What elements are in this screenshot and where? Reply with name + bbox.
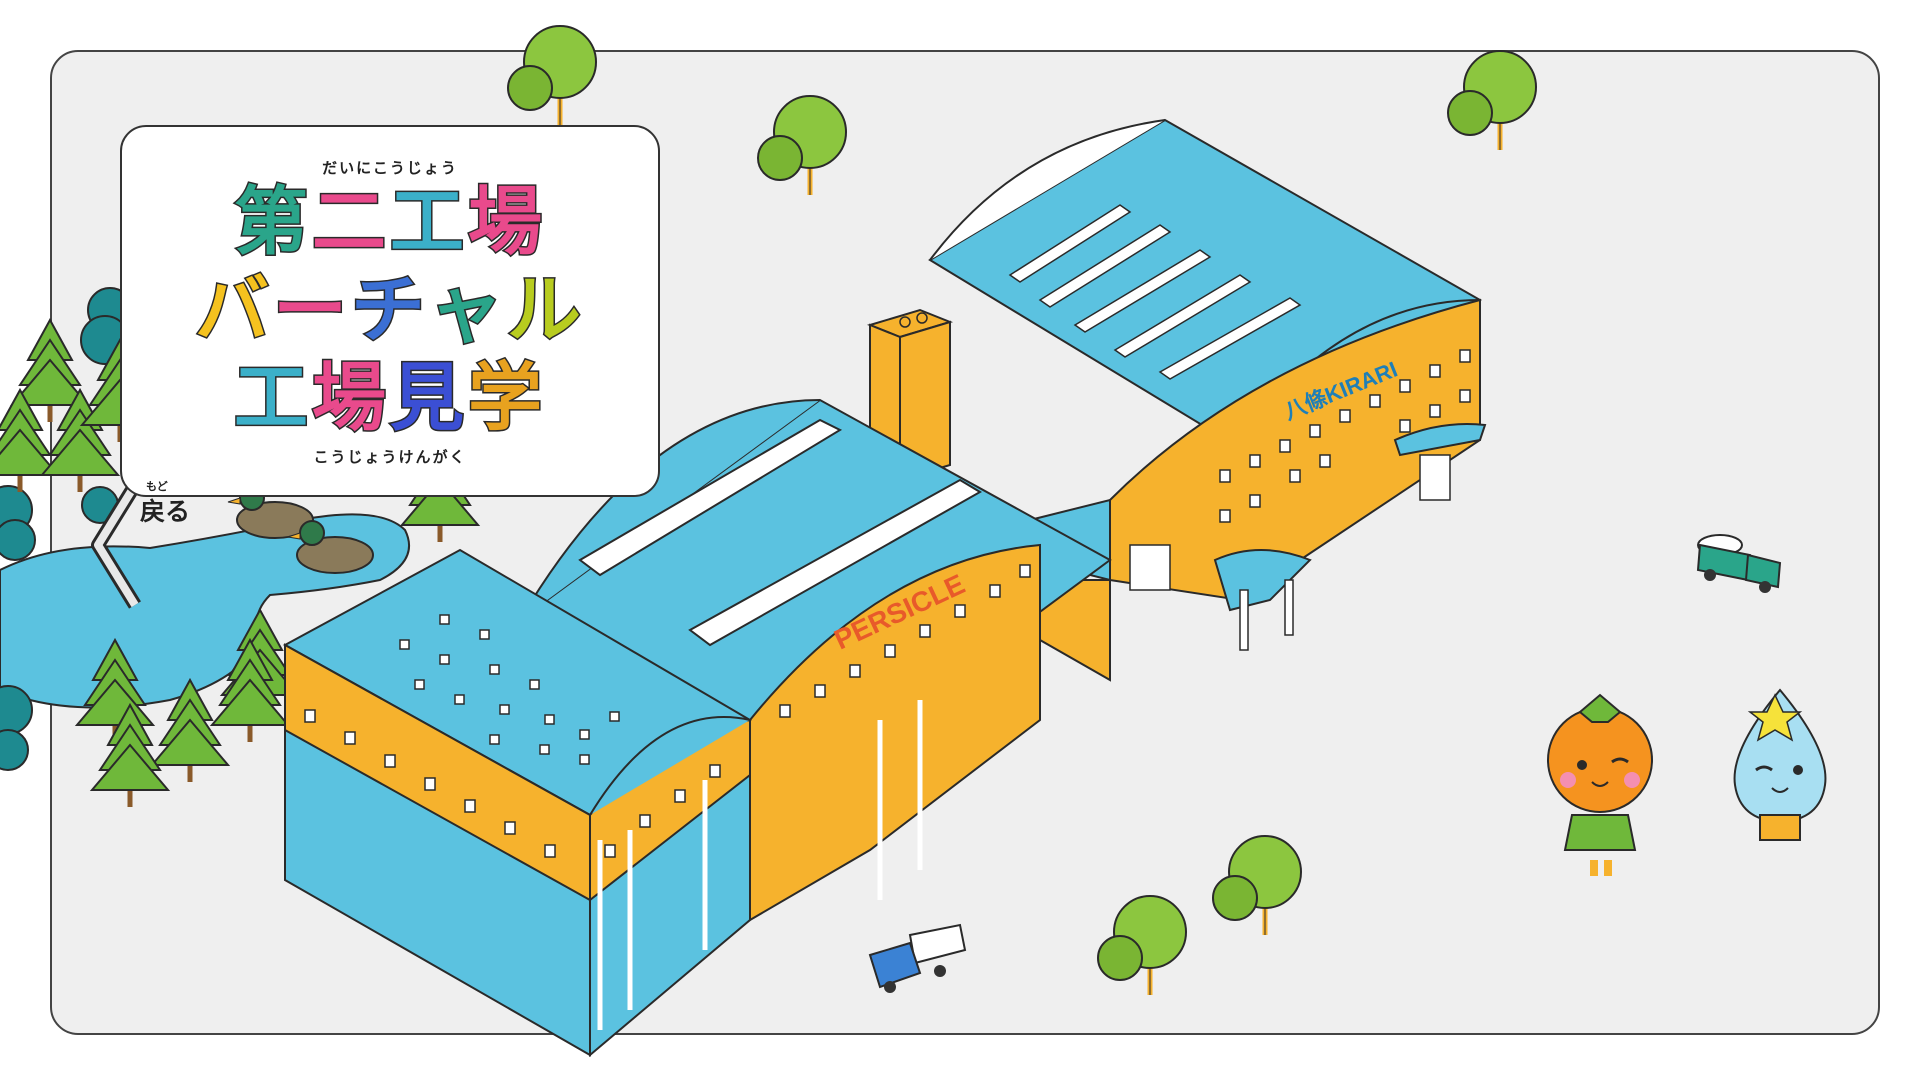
title-char: 場: [311, 354, 390, 443]
title-char: チ: [350, 266, 429, 355]
back-ruby: もど: [146, 480, 168, 493]
title-char: ー: [272, 266, 351, 355]
middle-hall: PERSICLE: [518, 398, 1112, 922]
front-building: [282, 548, 752, 1058]
title-char: 工: [233, 354, 312, 443]
blue-truck: [868, 923, 967, 993]
teal-truck: [1696, 534, 1782, 593]
title-line-3: 工場見学: [122, 354, 658, 443]
back-label: 戻る: [140, 497, 191, 526]
title-card: だいにこうじょう 第二工場 バーチャル 工場見学 こうじょうけんがく: [120, 125, 660, 497]
title-ruby-bottom: こうじょうけんがく: [313, 448, 467, 466]
title-char: ャ: [428, 266, 507, 355]
title-char: 二: [311, 178, 390, 267]
title-char: 工: [389, 178, 468, 267]
title-line-1: 第二工場: [122, 178, 658, 267]
title-char: 学: [467, 354, 546, 443]
title-line-2: バーチャル: [122, 266, 658, 355]
persimmon-mascot: [1547, 693, 1653, 876]
duck: [287, 520, 374, 574]
title-char: 場: [467, 178, 546, 267]
back-button[interactable]: もど 戻る: [78, 478, 228, 608]
title-char: 見: [389, 354, 468, 443]
title-char: ル: [506, 266, 585, 355]
chimney: [866, 308, 954, 482]
title-char: 第: [233, 178, 312, 267]
title-char: バ: [194, 266, 273, 355]
title-ruby-top: だいにこうじょう: [322, 159, 458, 177]
waterdrop-mascot: [1733, 688, 1827, 841]
annex-building: 八條KIRARI: [928, 118, 1487, 682]
